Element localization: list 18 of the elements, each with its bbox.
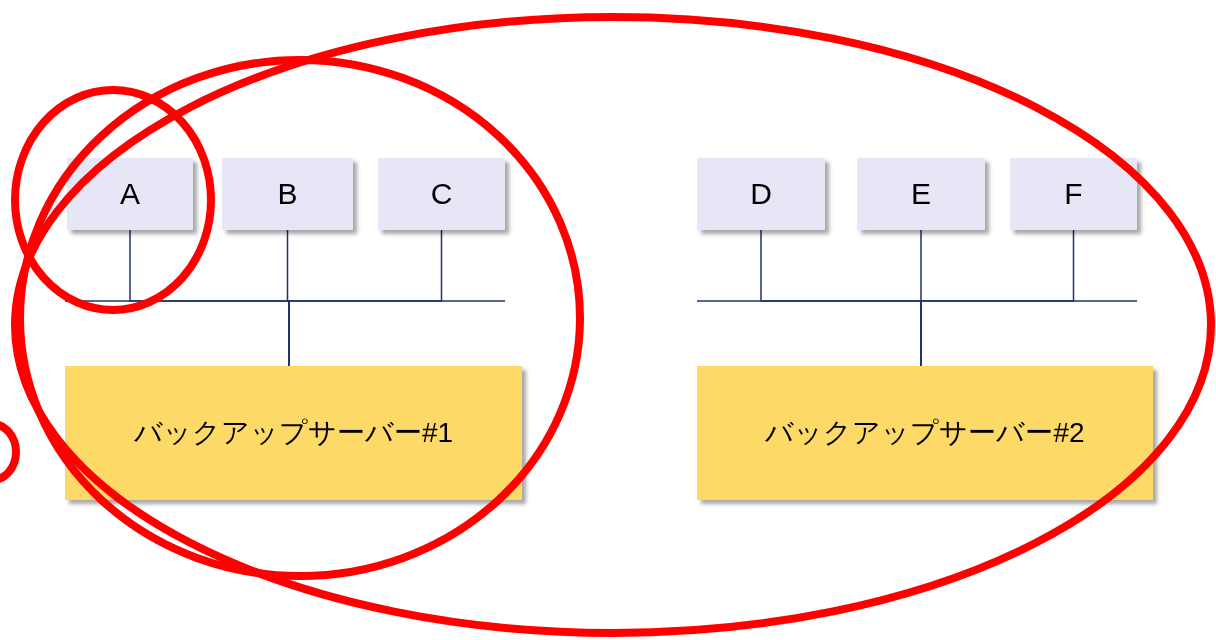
client-label: C [430,177,453,211]
client-box [697,158,825,230]
connector-line [288,229,443,367]
server-label: バックアップサーバー#2 [765,416,1085,450]
connector-line [920,229,1075,367]
server-box [697,366,1153,500]
client-box [67,158,193,230]
client-box [222,158,353,230]
server-label: バックアップサーバー#1 [133,416,454,450]
client-label: A [120,177,140,211]
client-box [1010,158,1137,230]
client-box [857,158,985,230]
client-label: D [750,177,772,211]
client-label: F [1064,177,1083,211]
client-label: E [911,177,931,211]
server-box [65,366,522,500]
client-label: B [277,177,298,211]
client-box [378,158,505,230]
